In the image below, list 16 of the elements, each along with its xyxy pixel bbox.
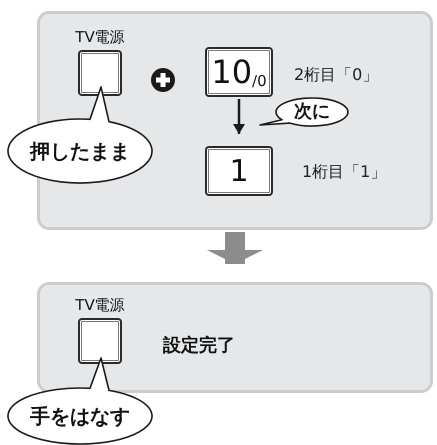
speech-bubble-tooltip — [5, 85, 155, 184]
digit-caption: 2桁目「0」 — [294, 65, 378, 86]
arrow — [233, 99, 245, 134]
bubble-text: 手をはなす — [29, 404, 131, 428]
button-key: 10$_{/0}$ — [205, 47, 273, 97]
key-label: TV電源 — [74, 296, 126, 315]
panel-background — [37, 282, 433, 393]
status-text: 設定完了 — [163, 334, 235, 357]
speech-bubble-tooltip — [258, 97, 350, 129]
button-key: 1 — [205, 146, 273, 196]
bubble-text: 押したまま — [28, 139, 131, 163]
speech-bubble-tooltip — [5, 356, 155, 445]
bubble-text: 次に — [293, 100, 331, 124]
flow-arrow — [207, 232, 263, 264]
digit-caption: 1桁目「1」 — [302, 162, 386, 183]
key-label: TV電源 — [74, 28, 126, 47]
